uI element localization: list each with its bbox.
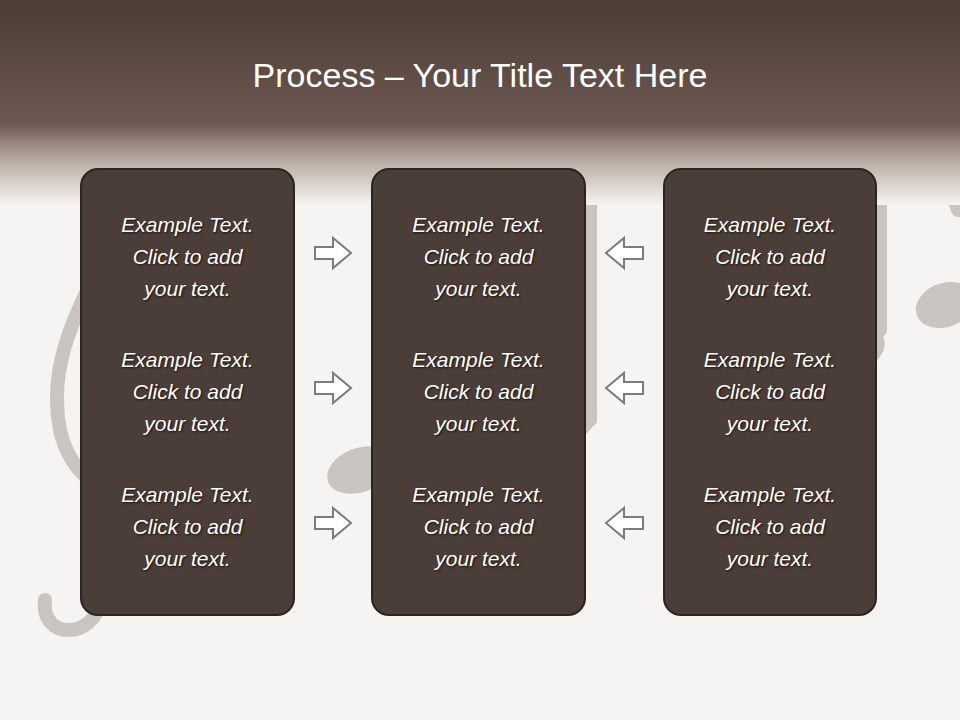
block-arrow: [315, 373, 351, 403]
block-arrow: [606, 508, 643, 538]
arrow-shape: [606, 508, 643, 538]
column-text: Example Text. Click to add your text.: [113, 479, 263, 575]
process-column: Example Text. Click to add your text. Exa…: [371, 168, 586, 616]
arrow-shape: [315, 373, 351, 403]
block-arrow: [606, 238, 643, 268]
block-arrow: [606, 373, 643, 403]
arrow-shape: [606, 373, 643, 403]
process-column: Example Text. Click to add your text. Exa…: [80, 168, 295, 616]
music-notes-watermark: [45, 130, 958, 630]
column-text: Example Text. Click to add your text.: [404, 479, 554, 575]
block-arrow: [315, 508, 351, 538]
block-arrow: [315, 238, 351, 268]
column-text: Example Text. Click to add your text.: [113, 209, 263, 305]
column-text: Example Text. Click to add your text.: [695, 209, 845, 305]
column-text: Example Text. Click to add your text.: [404, 344, 554, 440]
arrow-shape: [315, 508, 351, 538]
arrow-shape: [315, 238, 351, 268]
column-text: Example Text. Click to add your text.: [695, 479, 845, 575]
column-text: Example Text. Click to add your text.: [695, 344, 845, 440]
arrow-shape: [606, 238, 643, 268]
slide-title: Process – Your Title Text Here: [0, 50, 960, 100]
process-column: Example Text. Click to add your text. Exa…: [663, 168, 877, 616]
column-text: Example Text. Click to add your text.: [404, 209, 554, 305]
column-text: Example Text. Click to add your text.: [113, 344, 263, 440]
